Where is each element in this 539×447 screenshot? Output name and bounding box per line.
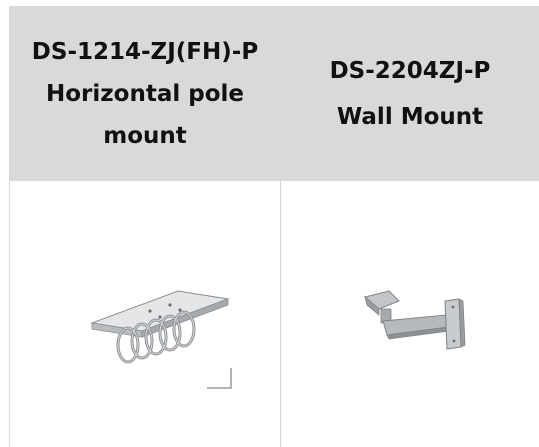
table-header-row: DS-1214-ZJ(FH)-P Horizontal pole mount D… — [10, 6, 539, 181]
description-line: mount — [103, 122, 187, 149]
horizontal-pole-mount-image — [90, 290, 230, 364]
model-name: DS-1214-ZJ(FH)-P — [31, 38, 259, 65]
wall-mount-image — [363, 290, 466, 350]
description-line: Horizontal pole — [46, 80, 244, 107]
header-cell-pole-mount: DS-1214-ZJ(FH)-P Horizontal pole mount — [10, 6, 280, 181]
description-line: Wall Mount — [336, 103, 484, 130]
image-cell-pole-mount — [10, 181, 280, 447]
column-divider — [280, 181, 281, 447]
header-cell-wall-mount: DS-2204ZJ-P Wall Mount — [280, 6, 539, 181]
product-table: DS-1214-ZJ(FH)-P Horizontal pole mount D… — [9, 6, 539, 447]
corner-mark — [207, 368, 232, 389]
model-name: DS-2204ZJ-P — [329, 57, 491, 84]
image-cell-wall-mount — [281, 181, 539, 447]
